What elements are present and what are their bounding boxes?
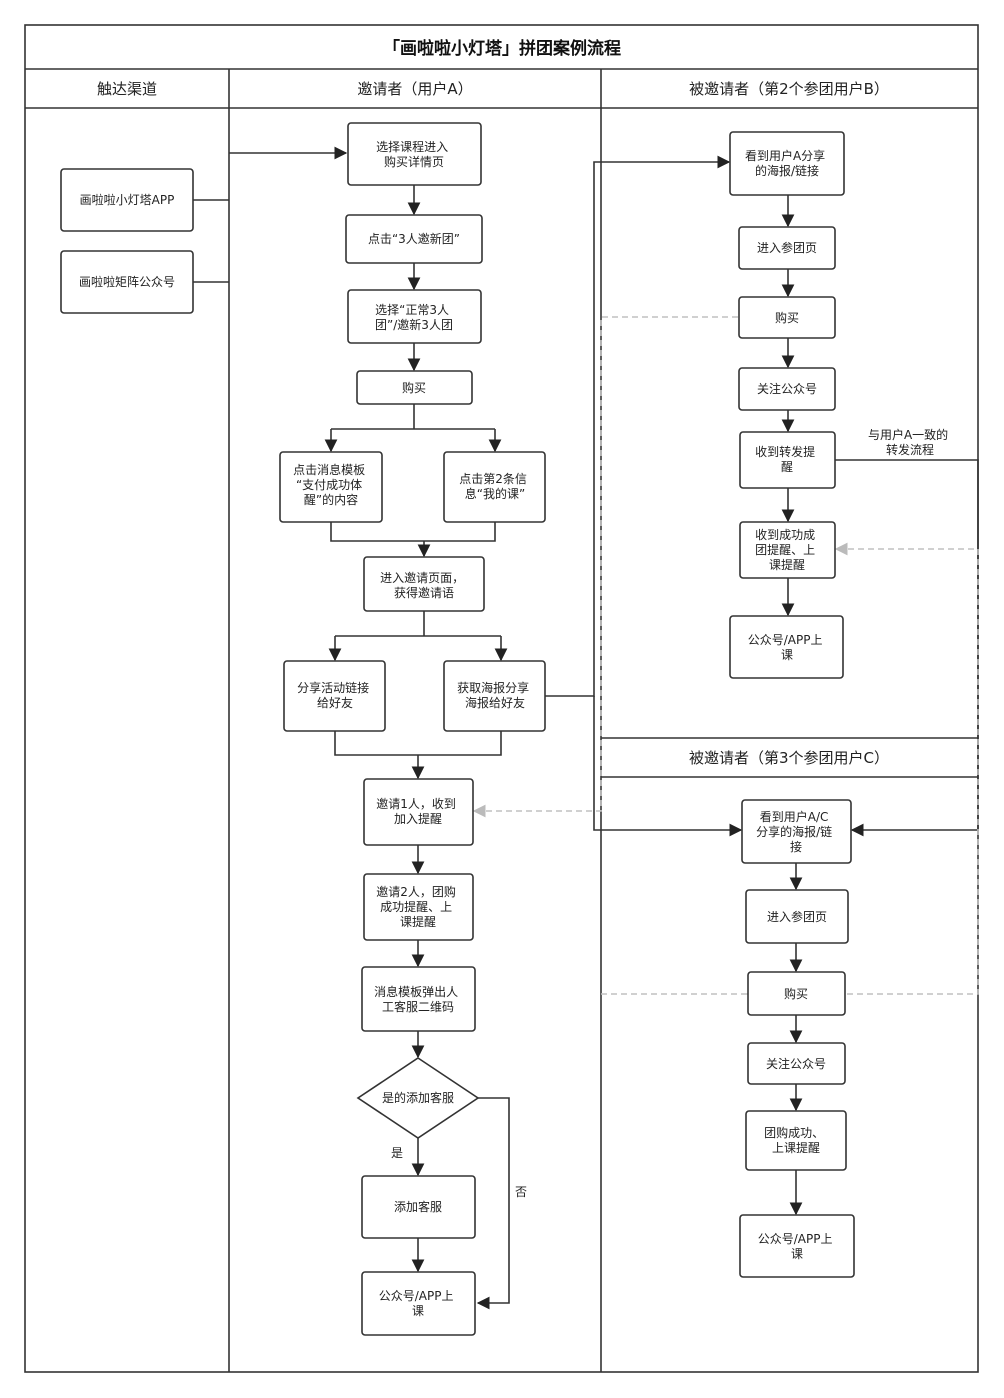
node-a-invite-1-label: 邀请1人，收到 加入提醒 — [376, 796, 459, 826]
node-c-join-page[interactable] — [745, 889, 849, 944]
node-b-class-label: 公众号/APP上 课 — [748, 633, 827, 662]
node-c-buy[interactable] — [747, 971, 846, 1016]
node-c-see-share[interactable] — [741, 799, 852, 864]
node-b-follow[interactable] — [738, 367, 836, 411]
node-a-select-course[interactable] — [347, 122, 482, 186]
node-a-invite-page-label: 进入邀请页面， 获得邀请语 — [380, 570, 468, 600]
node-a-template-qr-label: 消息模板弹出人 工客服二维码 — [374, 984, 462, 1014]
node-b-see-share[interactable] — [729, 131, 845, 196]
node-c-success[interactable] — [745, 1110, 847, 1171]
dashed-connectors — [472, 316, 979, 995]
node-b-join-page-label: 进入参团页 — [757, 240, 817, 255]
node-b-buy[interactable] — [738, 296, 836, 339]
node-app-label: 画啦啦小灯塔APP — [80, 192, 175, 207]
node-a-class-label: 公众号/APP上 课 — [379, 1289, 458, 1318]
node-c-class-label: 公众号/APP上 课 — [758, 1232, 837, 1261]
node-a-class[interactable] — [361, 1271, 476, 1336]
node-b-forward-reminder-label: 收到转发提 醒 — [755, 444, 819, 474]
node-a-click-template-label: 点击消息模板 “支付成功体 醒”的内容 — [293, 462, 369, 507]
node-b-buy-label: 购买 — [775, 310, 799, 325]
node-a-get-poster-label: 获取海报分享 海报给好友 — [457, 680, 533, 710]
node-b-follow-label: 关注公众号 — [757, 381, 817, 396]
node-a-add-service-label: 添加客服 — [394, 1199, 442, 1214]
node-c-join-page-label: 进入参团页 — [767, 909, 827, 924]
edge-label-no: 否 — [515, 1185, 527, 1199]
node-a-template-qr[interactable] — [361, 966, 476, 1032]
lane-header-inviter: 邀请者（用户A） — [357, 80, 472, 98]
connectors — [193, 146, 979, 1310]
node-b-see-share-label: 看到用户A分享 的海报/链接 — [745, 148, 829, 178]
node-a-share-link-label: 分享活动链接 给好友 — [297, 680, 373, 710]
node-a-choose-group-label: 选择“正常3人 团”/邀新3人团 — [375, 303, 453, 332]
node-a-invite-1[interactable] — [363, 778, 474, 846]
node-a-buy[interactable] — [356, 370, 473, 405]
lane-header-channel: 触达渠道 — [97, 80, 157, 98]
node-a-click-new-group[interactable] — [345, 214, 483, 264]
node-app[interactable] — [60, 168, 194, 232]
node-a-share-link[interactable] — [283, 660, 386, 732]
edge-label-same-flow: 与用户A一致的 转发流程 — [868, 427, 952, 457]
node-c-see-share-label: 看到用户A/C 分享的海报/链 接 — [756, 809, 836, 854]
node-b-success-reminder[interactable] — [739, 521, 836, 579]
node-a-buy-label: 购买 — [402, 380, 426, 395]
node-a-select-course-label: 选择课程进入 购买详情页 — [376, 139, 452, 169]
node-b-forward-reminder[interactable] — [739, 431, 836, 489]
node-a-decision-label: 是的添加客服 — [382, 1090, 454, 1105]
node-a-decision[interactable] — [356, 1057, 480, 1139]
node-b-join-page[interactable] — [738, 226, 836, 270]
lane-header-invitee-b: 被邀请者（第2个参团用户B） — [689, 80, 889, 98]
node-a-click-second-msg-label: 点击第2条信 息“我的课” — [459, 472, 530, 501]
node-c-follow-label: 关注公众号 — [766, 1056, 826, 1071]
node-b-success-reminder-label: 收到成功成 团提醒、上 课提醒 — [755, 528, 819, 572]
node-a-choose-group[interactable] — [347, 289, 482, 344]
node-a-click-second-msg[interactable] — [443, 451, 546, 523]
node-a-invite-2[interactable] — [363, 873, 474, 941]
diagram-title: 「画啦啦小灯塔」拼团案例流程 — [383, 38, 621, 59]
node-c-success-label: 团购成功、 上课提醒 — [764, 1125, 828, 1155]
node-a-invite-page[interactable] — [363, 556, 485, 612]
node-c-follow[interactable] — [747, 1042, 846, 1085]
node-a-click-template[interactable] — [279, 451, 383, 523]
node-b-class[interactable] — [729, 615, 844, 679]
lane-header-invitee-c: 被邀请者（第3个参团用户C） — [689, 749, 889, 767]
node-a-get-poster[interactable] — [443, 660, 546, 732]
node-a-click-new-group-label: 点击“3人邀新团” — [368, 231, 460, 246]
node-c-class[interactable] — [739, 1214, 855, 1278]
edge-label-yes: 是 — [391, 1146, 403, 1160]
node-a-invite-2-label: 邀请2人，团购 成功提醒、上 课提醒 — [376, 884, 459, 929]
node-labels: 画啦啦小灯塔APP 画啦啦矩阵公众号 选择课程进入 购买详情页 点击“3人邀新团… — [79, 139, 837, 1318]
nodes — [60, 122, 855, 1336]
node-c-buy-label: 购买 — [784, 986, 808, 1001]
node-official-account[interactable] — [60, 250, 194, 314]
node-official-account-label: 画啦啦矩阵公众号 — [79, 274, 175, 289]
node-a-add-service[interactable] — [361, 1175, 476, 1239]
